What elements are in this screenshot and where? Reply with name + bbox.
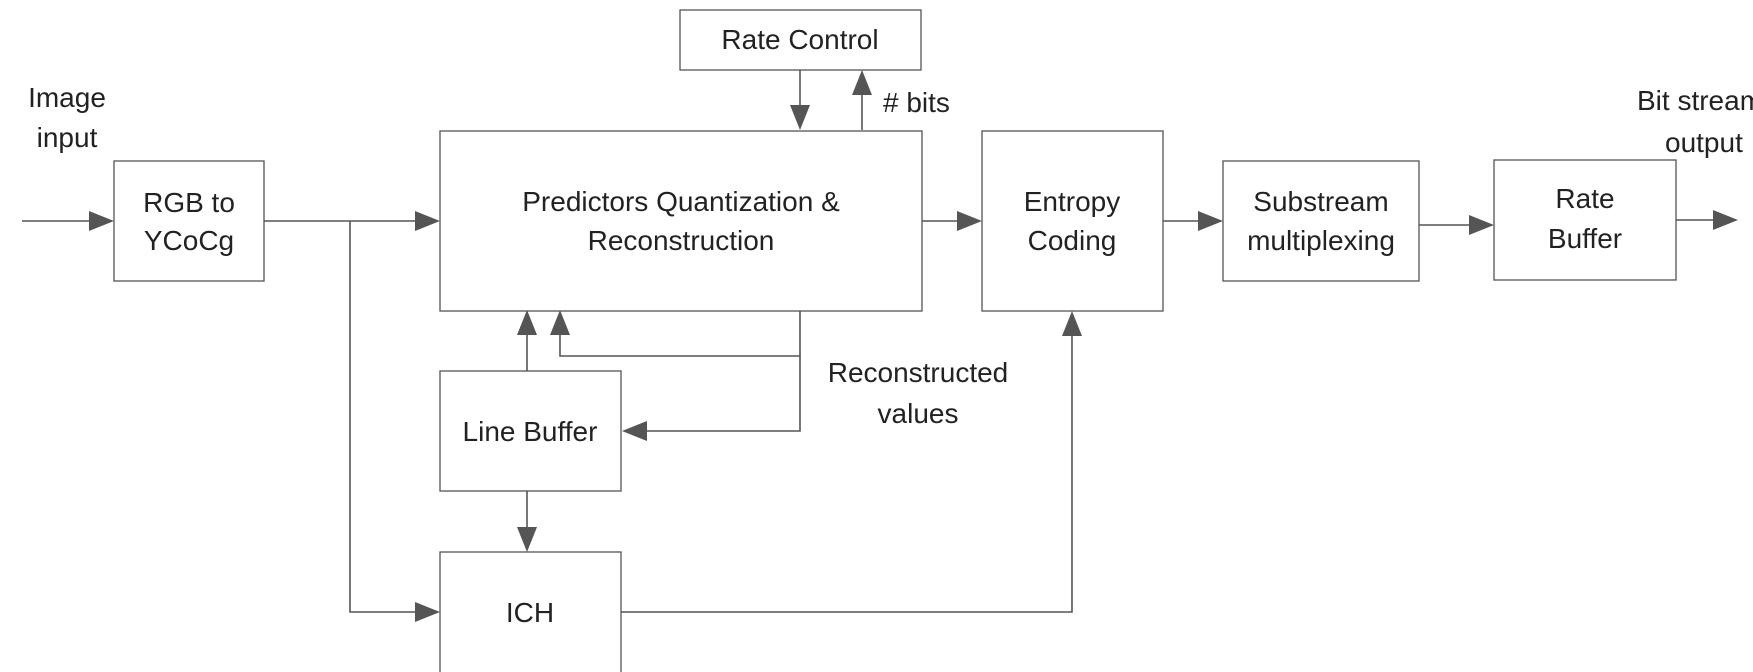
edge-rgb-to-ich — [349, 221, 416, 613]
image-input-label-line2: input — [37, 122, 98, 153]
reconstructed-values-label-line2: values — [878, 398, 959, 429]
substream-multiplexing-block: Substream multiplexing — [1222, 160, 1420, 282]
rate-buffer-block: Rate Buffer — [1493, 159, 1677, 281]
num-bits-label: # bits — [883, 87, 950, 118]
arrowhead-ich-from-linebuffer — [517, 527, 537, 552]
edge-reconstructed-to-predictors — [559, 311, 801, 357]
image-input-label-line1: Image — [28, 82, 106, 113]
arrowhead-predictors-from-linebuffer — [517, 310, 537, 335]
arrowhead-output — [1713, 210, 1738, 230]
entropy-coding-label-line2: Coding — [1028, 225, 1117, 256]
arrowhead-predictors-in — [415, 211, 440, 231]
ich-label: ICH — [506, 597, 554, 628]
substream-label-line1: Substream — [1253, 186, 1388, 217]
arrowhead-ratebuffer-in — [1469, 215, 1494, 235]
arrowhead-rgb-in — [89, 211, 114, 231]
edge-ich-to-entropy — [620, 335, 1073, 613]
rgb-to-ycocg-label-line2: YCoCg — [144, 225, 234, 256]
line-buffer-block: Line Buffer — [439, 370, 622, 492]
rate-buffer-label-line1: Rate — [1555, 183, 1614, 214]
arrowhead-ich-in — [415, 602, 440, 622]
edge-reconstructed-to-linebuffer — [646, 356, 801, 432]
ich-block: ICH — [439, 551, 622, 672]
arrowhead-linebuffer-in — [622, 421, 647, 441]
predictors-block: Predictors Quantization & Reconstruction — [439, 130, 923, 312]
arrowhead-entropy-from-ich — [1062, 311, 1082, 336]
entropy-coding-block: Entropy Coding — [981, 130, 1164, 312]
bitstream-output-label-line2: output — [1665, 127, 1743, 158]
substream-label-line2: multiplexing — [1247, 225, 1395, 256]
line-buffer-label: Line Buffer — [463, 416, 598, 447]
arrowhead-entropy-in — [957, 211, 982, 231]
bitstream-output-label-line1: Bit stream — [1637, 85, 1753, 116]
arrowhead-ratecontrol-down — [790, 105, 810, 130]
reconstructed-values-label-line1: Reconstructed — [828, 357, 1009, 388]
rate-control-label: Rate Control — [721, 24, 878, 55]
rate-buffer-label-line2: Buffer — [1548, 223, 1622, 254]
entropy-coding-label-line1: Entropy — [1024, 186, 1121, 217]
predictors-label-line2: Reconstruction — [588, 225, 775, 256]
arrowhead-predictors-feedback — [550, 310, 570, 335]
rgb-to-ycocg-block: RGB to YCoCg — [113, 160, 265, 282]
rgb-to-ycocg-label-line1: RGB to — [143, 187, 235, 218]
arrowhead-ratecontrol-up — [852, 70, 872, 95]
predictors-label-line1: Predictors Quantization & — [522, 186, 840, 217]
arrowhead-substream-in — [1198, 211, 1223, 231]
rate-control-block: Rate Control — [679, 9, 922, 71]
